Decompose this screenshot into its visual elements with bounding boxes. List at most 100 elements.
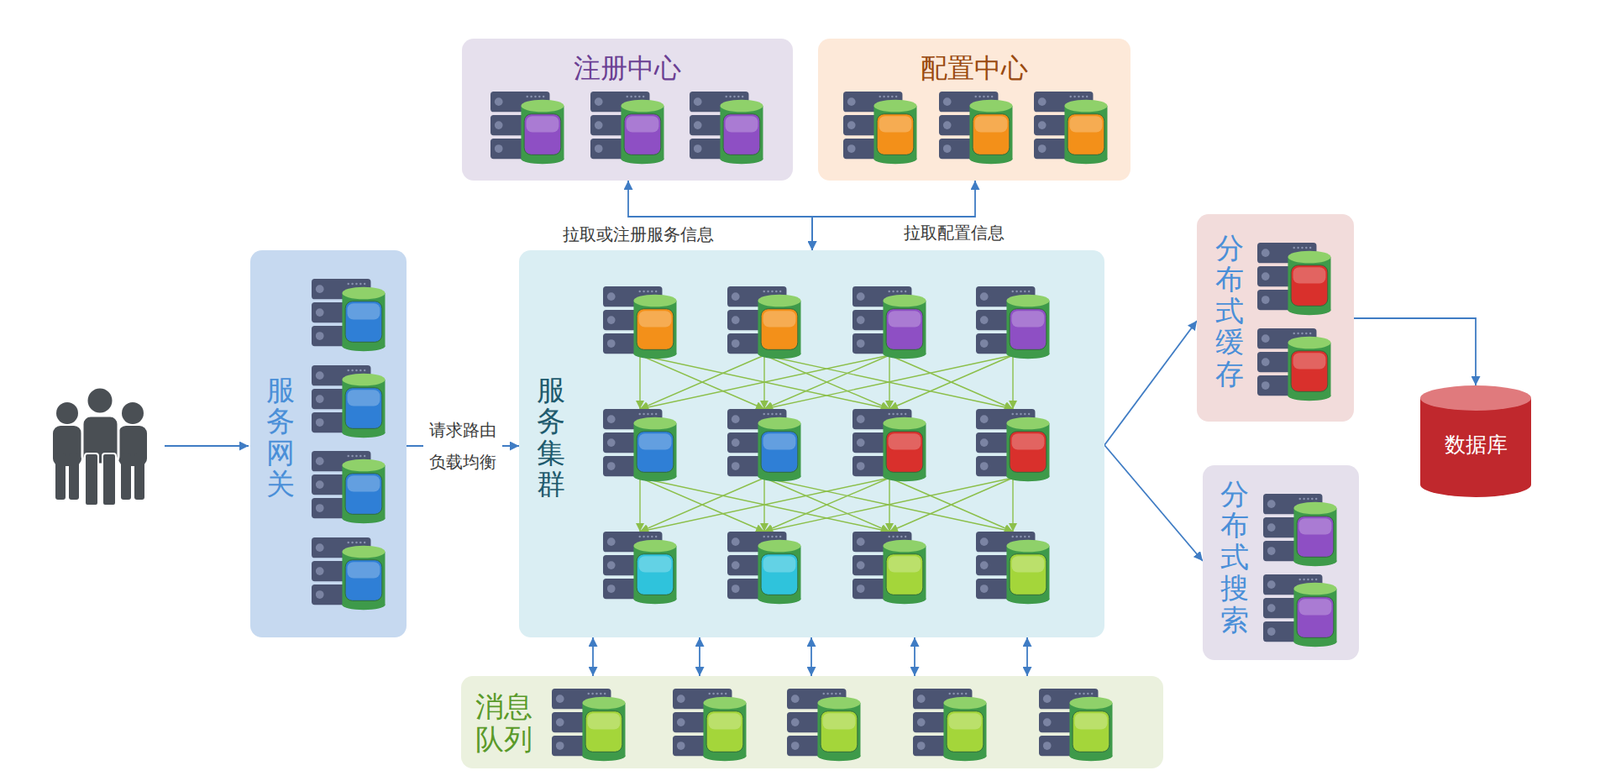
server-dot bbox=[646, 290, 649, 293]
disk-bottom bbox=[1287, 304, 1331, 315]
disk-body bbox=[1006, 423, 1050, 477]
group-panel: 分布式缓存 bbox=[1196, 214, 1354, 422]
cylinder-top bbox=[1420, 385, 1532, 411]
server-dot bbox=[763, 290, 766, 293]
server-led bbox=[693, 97, 703, 106]
mesh-line bbox=[1012, 355, 1013, 410]
server-dot bbox=[1015, 535, 1018, 538]
server-led bbox=[1261, 334, 1270, 343]
server-led bbox=[731, 561, 740, 570]
server-led bbox=[315, 566, 325, 576]
server-dot bbox=[1015, 413, 1018, 415]
disk-bottom bbox=[633, 471, 677, 482]
server-led bbox=[1043, 741, 1052, 751]
service-shine bbox=[347, 561, 381, 578]
server-dot bbox=[779, 290, 782, 293]
server-led bbox=[1261, 248, 1270, 258]
mesh-line bbox=[639, 477, 640, 532]
server-dot bbox=[650, 413, 653, 415]
disk-top bbox=[1064, 99, 1107, 113]
server-dot bbox=[771, 413, 773, 415]
mesh-line bbox=[640, 477, 765, 532]
panel-illustration bbox=[461, 676, 1164, 769]
server-led bbox=[1267, 523, 1276, 532]
disk-body bbox=[1006, 300, 1050, 354]
user-head bbox=[56, 402, 79, 425]
server-led bbox=[494, 97, 504, 106]
server-dot bbox=[359, 283, 362, 285]
disk-top bbox=[757, 540, 801, 553]
server-dot bbox=[538, 95, 541, 98]
server-icon bbox=[1263, 493, 1337, 567]
server-dot bbox=[639, 535, 641, 538]
server-icon bbox=[311, 365, 385, 438]
service-shine bbox=[763, 433, 797, 450]
server-led bbox=[856, 438, 866, 447]
server-led bbox=[607, 461, 616, 471]
server-led bbox=[731, 584, 740, 593]
server-dot bbox=[1028, 290, 1030, 293]
server-led bbox=[315, 418, 325, 427]
server-led bbox=[594, 144, 604, 153]
service-shine bbox=[763, 556, 797, 572]
server-dot bbox=[355, 283, 357, 285]
service-block bbox=[946, 711, 984, 753]
server-led bbox=[1261, 295, 1270, 305]
server-dot bbox=[775, 535, 777, 538]
mesh-line bbox=[640, 355, 890, 410]
server-dot bbox=[896, 535, 898, 538]
mesh-line bbox=[640, 355, 765, 410]
server-dot bbox=[1012, 290, 1014, 293]
service-shine bbox=[763, 310, 797, 327]
disk-bottom bbox=[702, 750, 746, 761]
server-led bbox=[1267, 627, 1276, 636]
server-dot bbox=[766, 290, 769, 293]
server-dot bbox=[1019, 413, 1022, 415]
server-led bbox=[1261, 272, 1270, 281]
service-block bbox=[345, 473, 383, 515]
server-led bbox=[791, 741, 800, 751]
server-led bbox=[856, 537, 866, 546]
service-shine bbox=[639, 433, 672, 450]
server-dot bbox=[1300, 332, 1303, 335]
server-led bbox=[594, 97, 604, 106]
server-group bbox=[843, 91, 1107, 164]
mesh-line bbox=[764, 477, 1013, 532]
server-icon bbox=[1257, 242, 1331, 315]
server-led bbox=[980, 584, 989, 593]
server-led bbox=[676, 718, 686, 727]
connector bbox=[810, 637, 813, 677]
server-dot bbox=[347, 283, 350, 285]
disk-body bbox=[633, 545, 677, 599]
server-dot bbox=[891, 290, 894, 293]
server-dot bbox=[363, 541, 366, 544]
user-arrow bbox=[164, 445, 249, 447]
server-led bbox=[980, 339, 989, 348]
server-dot bbox=[956, 692, 959, 695]
group-panel: 服务网关 bbox=[250, 250, 407, 638]
server-dot bbox=[1077, 95, 1080, 98]
mesh-line bbox=[640, 477, 765, 532]
server-led bbox=[980, 561, 989, 570]
server-group bbox=[1263, 493, 1337, 647]
server-led bbox=[315, 331, 325, 341]
connector-label: 拉取或注册服务信息 bbox=[562, 223, 714, 247]
connector bbox=[592, 637, 594, 677]
panel-title: 消息 队列 bbox=[475, 690, 537, 756]
server-led bbox=[847, 97, 856, 106]
server-dot bbox=[639, 413, 641, 415]
service-block bbox=[1072, 711, 1110, 753]
service-block bbox=[636, 554, 674, 596]
server-icon bbox=[939, 91, 1013, 164]
server-dot bbox=[650, 535, 653, 538]
server-dot bbox=[720, 692, 723, 695]
disk-body bbox=[873, 105, 917, 159]
disk-bottom bbox=[341, 427, 385, 438]
server-dot bbox=[1081, 95, 1084, 98]
service-block bbox=[524, 114, 562, 156]
server-dot bbox=[1300, 246, 1303, 249]
server-dot bbox=[1019, 535, 1022, 538]
server-dot bbox=[1299, 578, 1301, 581]
server-led bbox=[943, 120, 952, 130]
group-panel: 消息 队列 bbox=[461, 676, 1164, 769]
